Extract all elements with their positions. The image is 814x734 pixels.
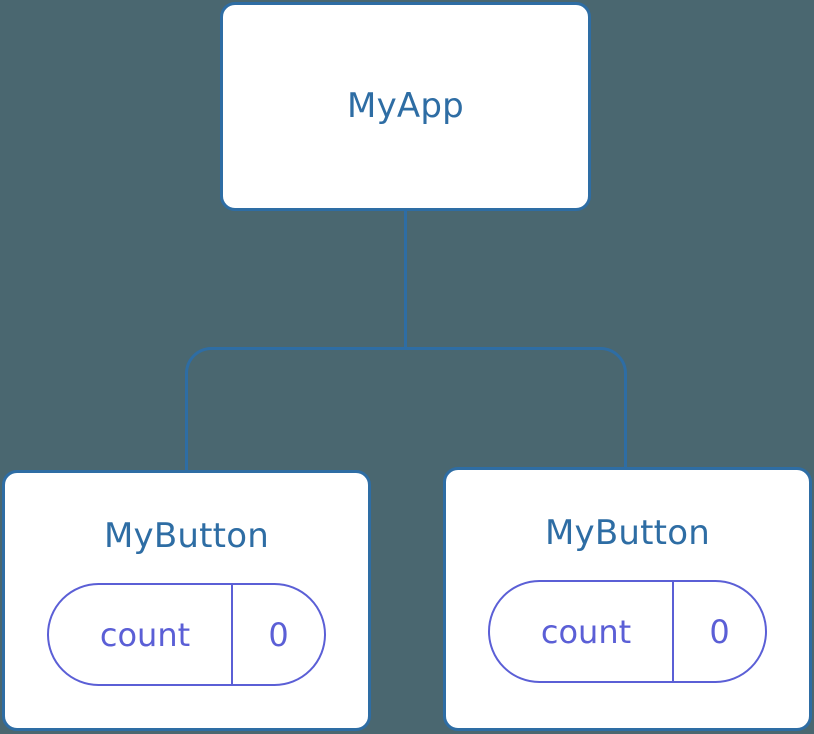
node-mybutton-1[interactable]: MyButton count 0	[443, 467, 812, 731]
node-mybutton-0-title: MyButton	[104, 516, 269, 556]
edge-root-to-child-1	[405, 347, 627, 470]
edge-root-to-child-0	[185, 347, 406, 474]
state-key-label-0: count	[99, 615, 191, 654]
state-value-label-1: 0	[672, 582, 765, 681]
state-pill-count-1[interactable]: count 0	[488, 580, 767, 683]
node-mybutton-1-title: MyButton	[545, 513, 710, 553]
state-key-label-1: count	[540, 612, 632, 651]
state-value-label-0: 0	[231, 585, 324, 684]
node-myapp-title: MyApp	[347, 85, 464, 126]
node-mybutton-0[interactable]: MyButton count 0	[2, 470, 371, 731]
state-pill-count-0[interactable]: count 0	[47, 583, 326, 686]
node-myapp[interactable]: MyApp	[220, 2, 591, 211]
